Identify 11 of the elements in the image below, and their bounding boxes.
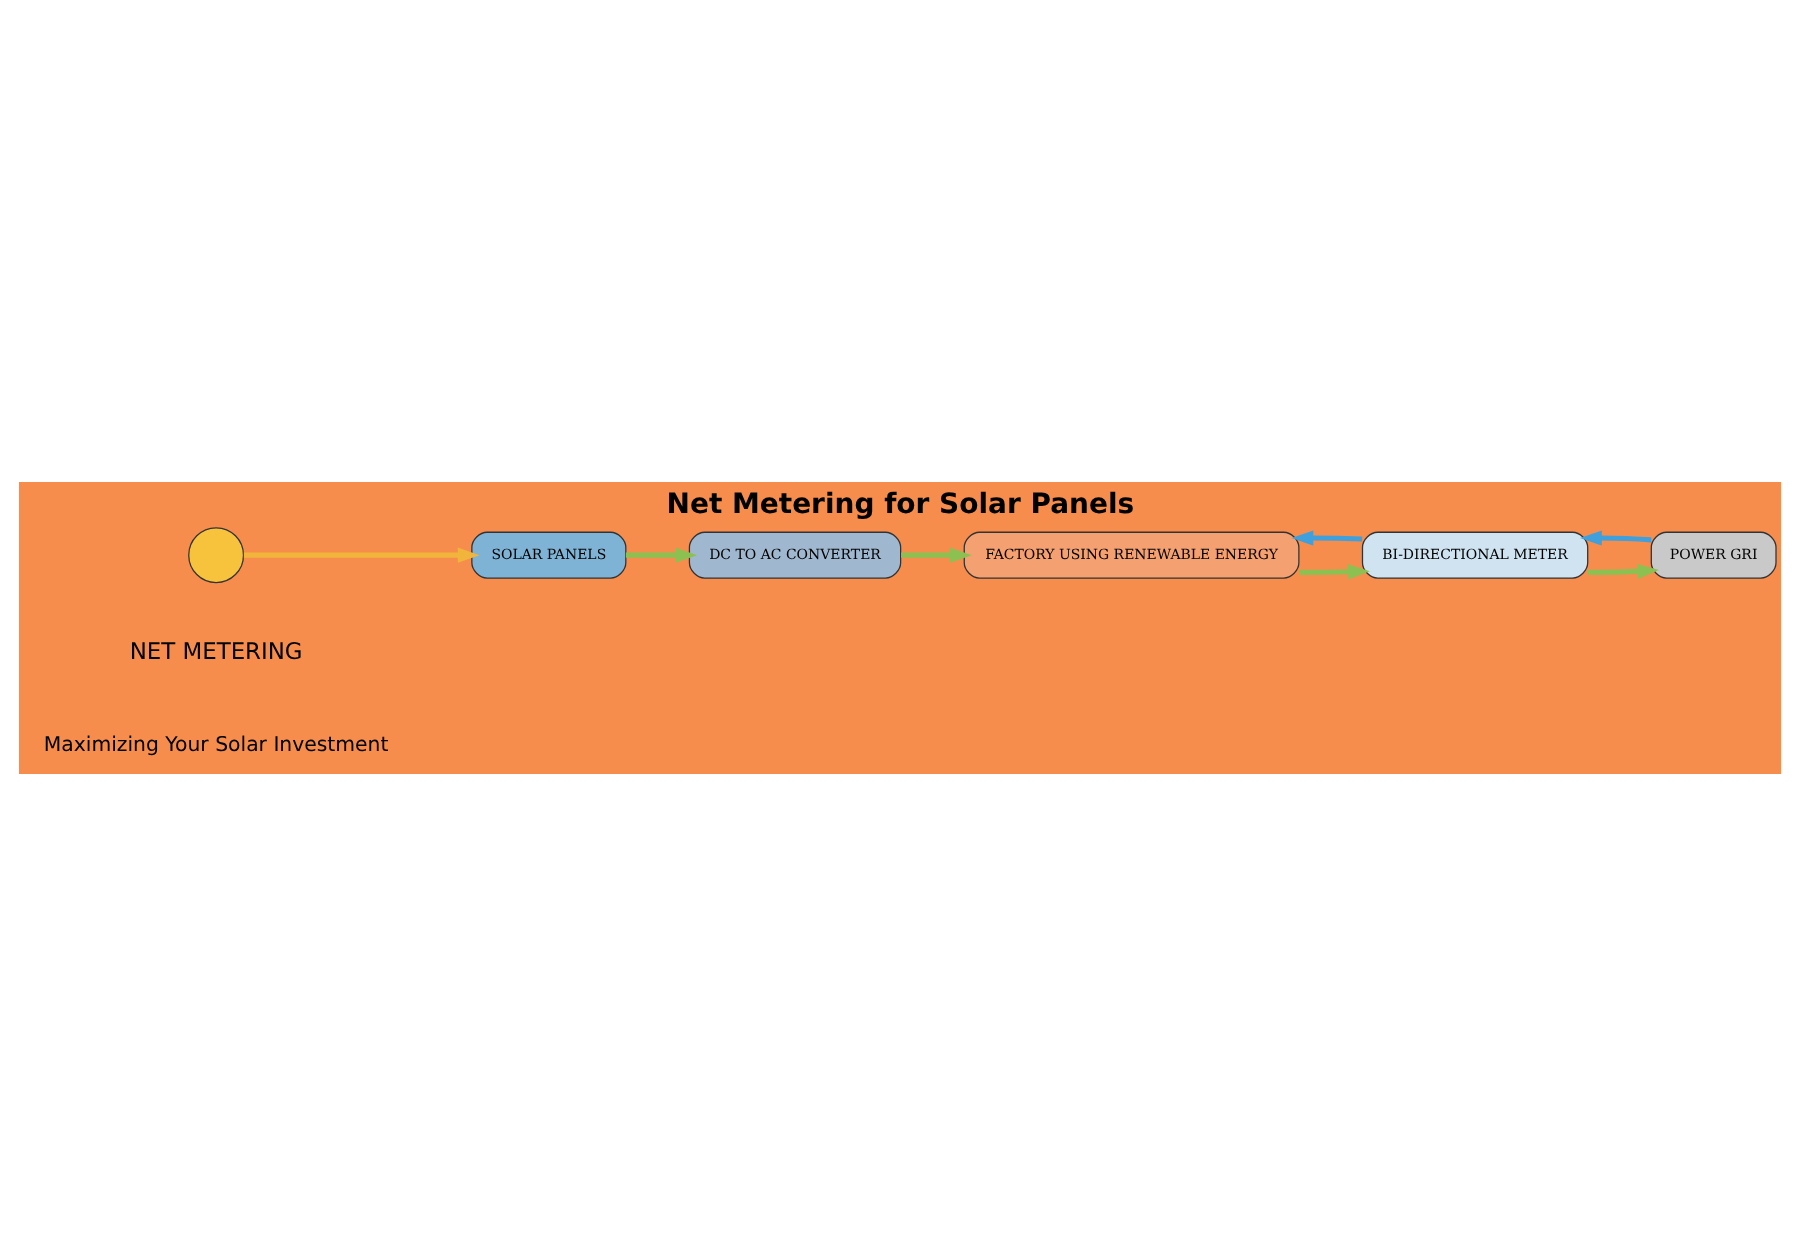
diagram-title: Net Metering for Solar Panels	[666, 489, 1135, 522]
arrow	[243, 547, 480, 563]
arrow	[1299, 564, 1370, 580]
label: NET METERING	[129, 636, 303, 665]
arrow	[1580, 530, 1652, 546]
arrow	[1291, 530, 1363, 546]
arrow	[625, 547, 698, 563]
node-circle	[188, 527, 245, 584]
label: Maximizing Your Solar Investment	[43, 734, 389, 757]
arrow	[1587, 563, 1659, 579]
arrow	[901, 547, 972, 563]
